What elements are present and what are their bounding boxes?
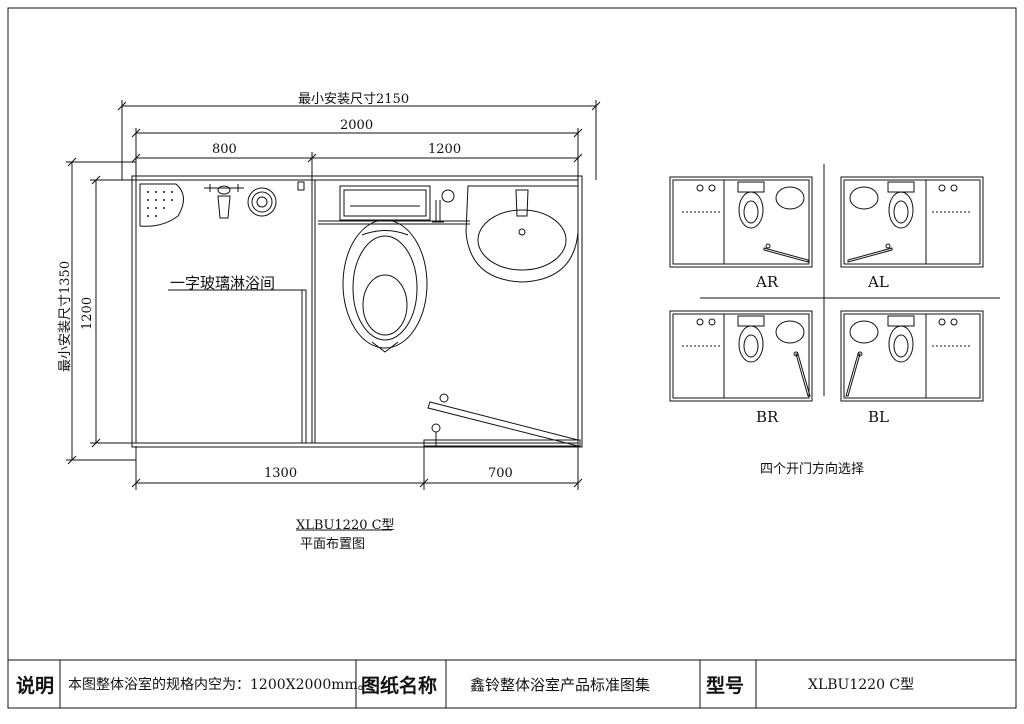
- dim-bottom-right: 700: [488, 466, 513, 481]
- sheet-border: [7, 7, 1017, 709]
- variant-bl-plan: [840, 310, 984, 402]
- toilet-bowl: [342, 219, 428, 349]
- variant-label-al: AL: [868, 273, 889, 291]
- variant-label-ar: AR: [756, 273, 779, 291]
- dim-width: 2000: [340, 118, 374, 133]
- variants-caption: 四个开门方向选择: [760, 462, 865, 477]
- plan-caption: 平面布置图: [300, 537, 366, 552]
- variant-ar-plan: [669, 176, 813, 268]
- dim-seg-right: 1200: [428, 142, 462, 157]
- variant-al-plan: [840, 176, 984, 268]
- dim-height: 1200: [80, 296, 95, 330]
- title-desc-label: 说明: [16, 674, 55, 697]
- dim-min-install-height: 最小安装尺寸1350: [58, 260, 73, 372]
- floor-plan: [131, 175, 583, 448]
- model-caption: XLBU1220 C型: [296, 518, 395, 533]
- dim-seg-left: 800: [212, 142, 237, 157]
- dim-min-install-width: 最小安装尺寸2150: [298, 92, 410, 107]
- swing-door: [427, 401, 579, 447]
- variant-label-br: BR: [756, 408, 779, 426]
- title-name-label: 图纸名称: [361, 674, 438, 697]
- title-model-label: 型号: [706, 674, 745, 697]
- room-label-shower: 一字玻璃淋浴间: [170, 274, 276, 292]
- wash-basin: [465, 185, 579, 283]
- title-name-text: 鑫铃整体浴室产品标准图集: [470, 675, 651, 694]
- dim-bottom-left: 1300: [264, 466, 298, 481]
- title-desc-text: 本图整体浴室的规格内空为：1200X2000mm。: [68, 677, 372, 693]
- dimension-lines: [66, 100, 601, 490]
- variant-divider: [700, 164, 1000, 396]
- floor-drain: [247, 187, 277, 217]
- variant-label-bl: BL: [868, 408, 889, 426]
- toilet-tank: [339, 185, 431, 221]
- title-model-text: XLBU1220 C型: [808, 677, 915, 693]
- variant-br-plan: [669, 310, 813, 402]
